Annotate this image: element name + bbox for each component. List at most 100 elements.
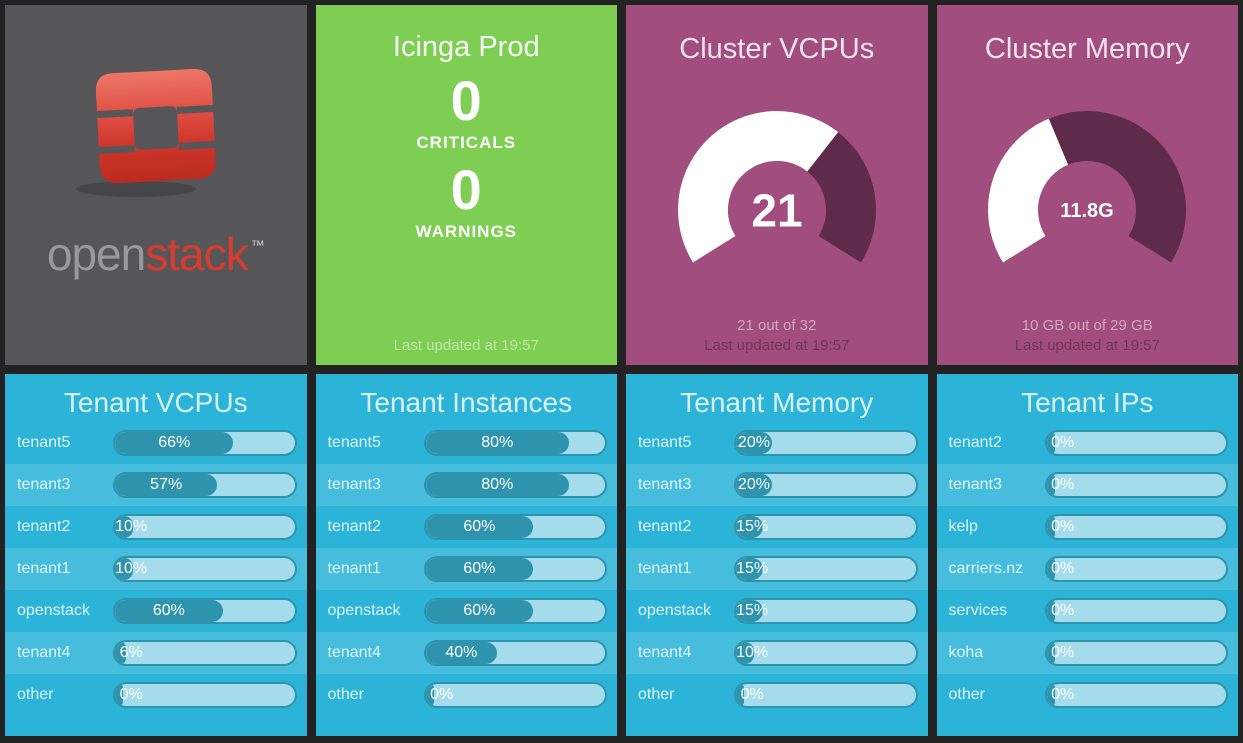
meter-fill — [115, 600, 223, 622]
meter-fill — [736, 432, 772, 454]
widget-title: Tenant Instances — [360, 387, 573, 418]
last-updated: Last updated at 19:57 — [1014, 337, 1160, 354]
meter-row: tenant5 20% — [626, 422, 928, 464]
gauge-fill-arc — [988, 118, 1070, 263]
gauge-value: 11.8G — [1061, 200, 1114, 222]
tenant-label: tenant3 — [948, 476, 1002, 493]
meter-track: 20% — [734, 430, 918, 456]
meter-track: 60% — [423, 556, 607, 582]
logo-shadow — [75, 181, 196, 197]
meter-fill — [1046, 642, 1055, 664]
trademark-symbol: ™ — [250, 237, 265, 253]
meter-value: 0% — [1051, 476, 1075, 493]
meter-fill — [425, 558, 534, 580]
meter-fill — [115, 516, 133, 538]
meter-row: kelp 0% — [937, 506, 1239, 548]
meter-row: tenant5 66% — [5, 422, 307, 464]
meter-row: tenant3 57% — [5, 464, 307, 506]
meter-track: 0% — [423, 682, 607, 708]
meter-fill — [1046, 600, 1055, 622]
meter-track: 0% — [734, 682, 918, 708]
last-updated: Last updated at 19:57 — [704, 337, 850, 354]
meter-row: tenant4 6% — [5, 632, 307, 674]
meter-track: 40% — [423, 640, 607, 666]
meter-value: 60% — [463, 518, 496, 535]
tenant-label: openstack — [638, 602, 711, 619]
meter-track: 60% — [423, 598, 607, 624]
meter-row: tenant3 0% — [936, 464, 1238, 506]
tenant-label: kelp — [948, 518, 978, 535]
meter-fill — [736, 600, 763, 622]
meter-fill — [1046, 516, 1055, 538]
meter-fill — [736, 516, 763, 538]
meter-track: 60% — [113, 598, 297, 624]
meter-value: 60% — [152, 602, 185, 619]
tenant-label: tenant3 — [17, 476, 71, 493]
meter-value: 0% — [1051, 644, 1075, 661]
meter-value: 6% — [119, 644, 143, 661]
tenant-label: other — [638, 686, 675, 703]
tile-icinga-prod: Icinga Prod 0 CRITICALS 0 WARNINGS Last … — [315, 5, 617, 365]
meter-value: 57% — [150, 476, 183, 493]
meter-fill — [1046, 558, 1055, 580]
meter-value: 60% — [463, 602, 496, 619]
meter-track: 0% — [113, 682, 297, 708]
meter-fill — [736, 684, 744, 706]
criticals-label: CRITICALS — [416, 132, 517, 152]
meter-fill — [115, 684, 123, 706]
tenant-label: other — [327, 686, 364, 703]
tenant-label: tenant5 — [17, 434, 71, 451]
widget-title: Tenant VCPUs — [63, 387, 248, 418]
widget-title: Icinga Prod — [392, 31, 540, 63]
meter-value: 0% — [1051, 434, 1075, 451]
meter-value: 0% — [1051, 518, 1075, 535]
meter-row: other 0% — [316, 674, 618, 716]
tenant-label: tenant5 — [638, 434, 692, 451]
meter-fill — [425, 474, 570, 496]
tenant-label: tenant2 — [948, 434, 1002, 451]
meter-value: 15% — [736, 602, 769, 619]
meter-track: 0% — [1044, 514, 1228, 540]
gauge-moreinfo: 10 GB out of 29 GB — [1021, 317, 1153, 334]
meter-fill — [425, 600, 534, 622]
last-updated: Last updated at 19:57 — [393, 337, 539, 354]
meter-value: 66% — [158, 434, 191, 451]
meter-track: 0% — [1044, 430, 1228, 456]
meter-track: 0% — [1044, 556, 1228, 582]
meter-track: 80% — [423, 430, 607, 456]
tenant-label: other — [948, 686, 985, 703]
tile-cluster-memory: Cluster Memory 11.8G 10 GB out of 29 GB … — [936, 5, 1238, 365]
meter-value: 0% — [1051, 560, 1075, 577]
meter-row: openstack 15% — [626, 590, 928, 632]
widget-title: Tenant Memory — [680, 387, 874, 418]
meter-fill — [736, 642, 754, 664]
meter-track: 66% — [113, 430, 297, 456]
widget-title: Tenant IPs — [1021, 387, 1154, 418]
meter-track: 57% — [113, 472, 297, 498]
meter-track: 20% — [734, 472, 918, 498]
meter-track: 10% — [113, 556, 297, 582]
tenant-label: tenant1 — [17, 560, 71, 577]
meter-fill — [115, 474, 218, 496]
meter-track: 15% — [734, 514, 918, 540]
tenant-label: tenant4 — [17, 644, 71, 661]
tenant-label: koha — [948, 644, 984, 661]
